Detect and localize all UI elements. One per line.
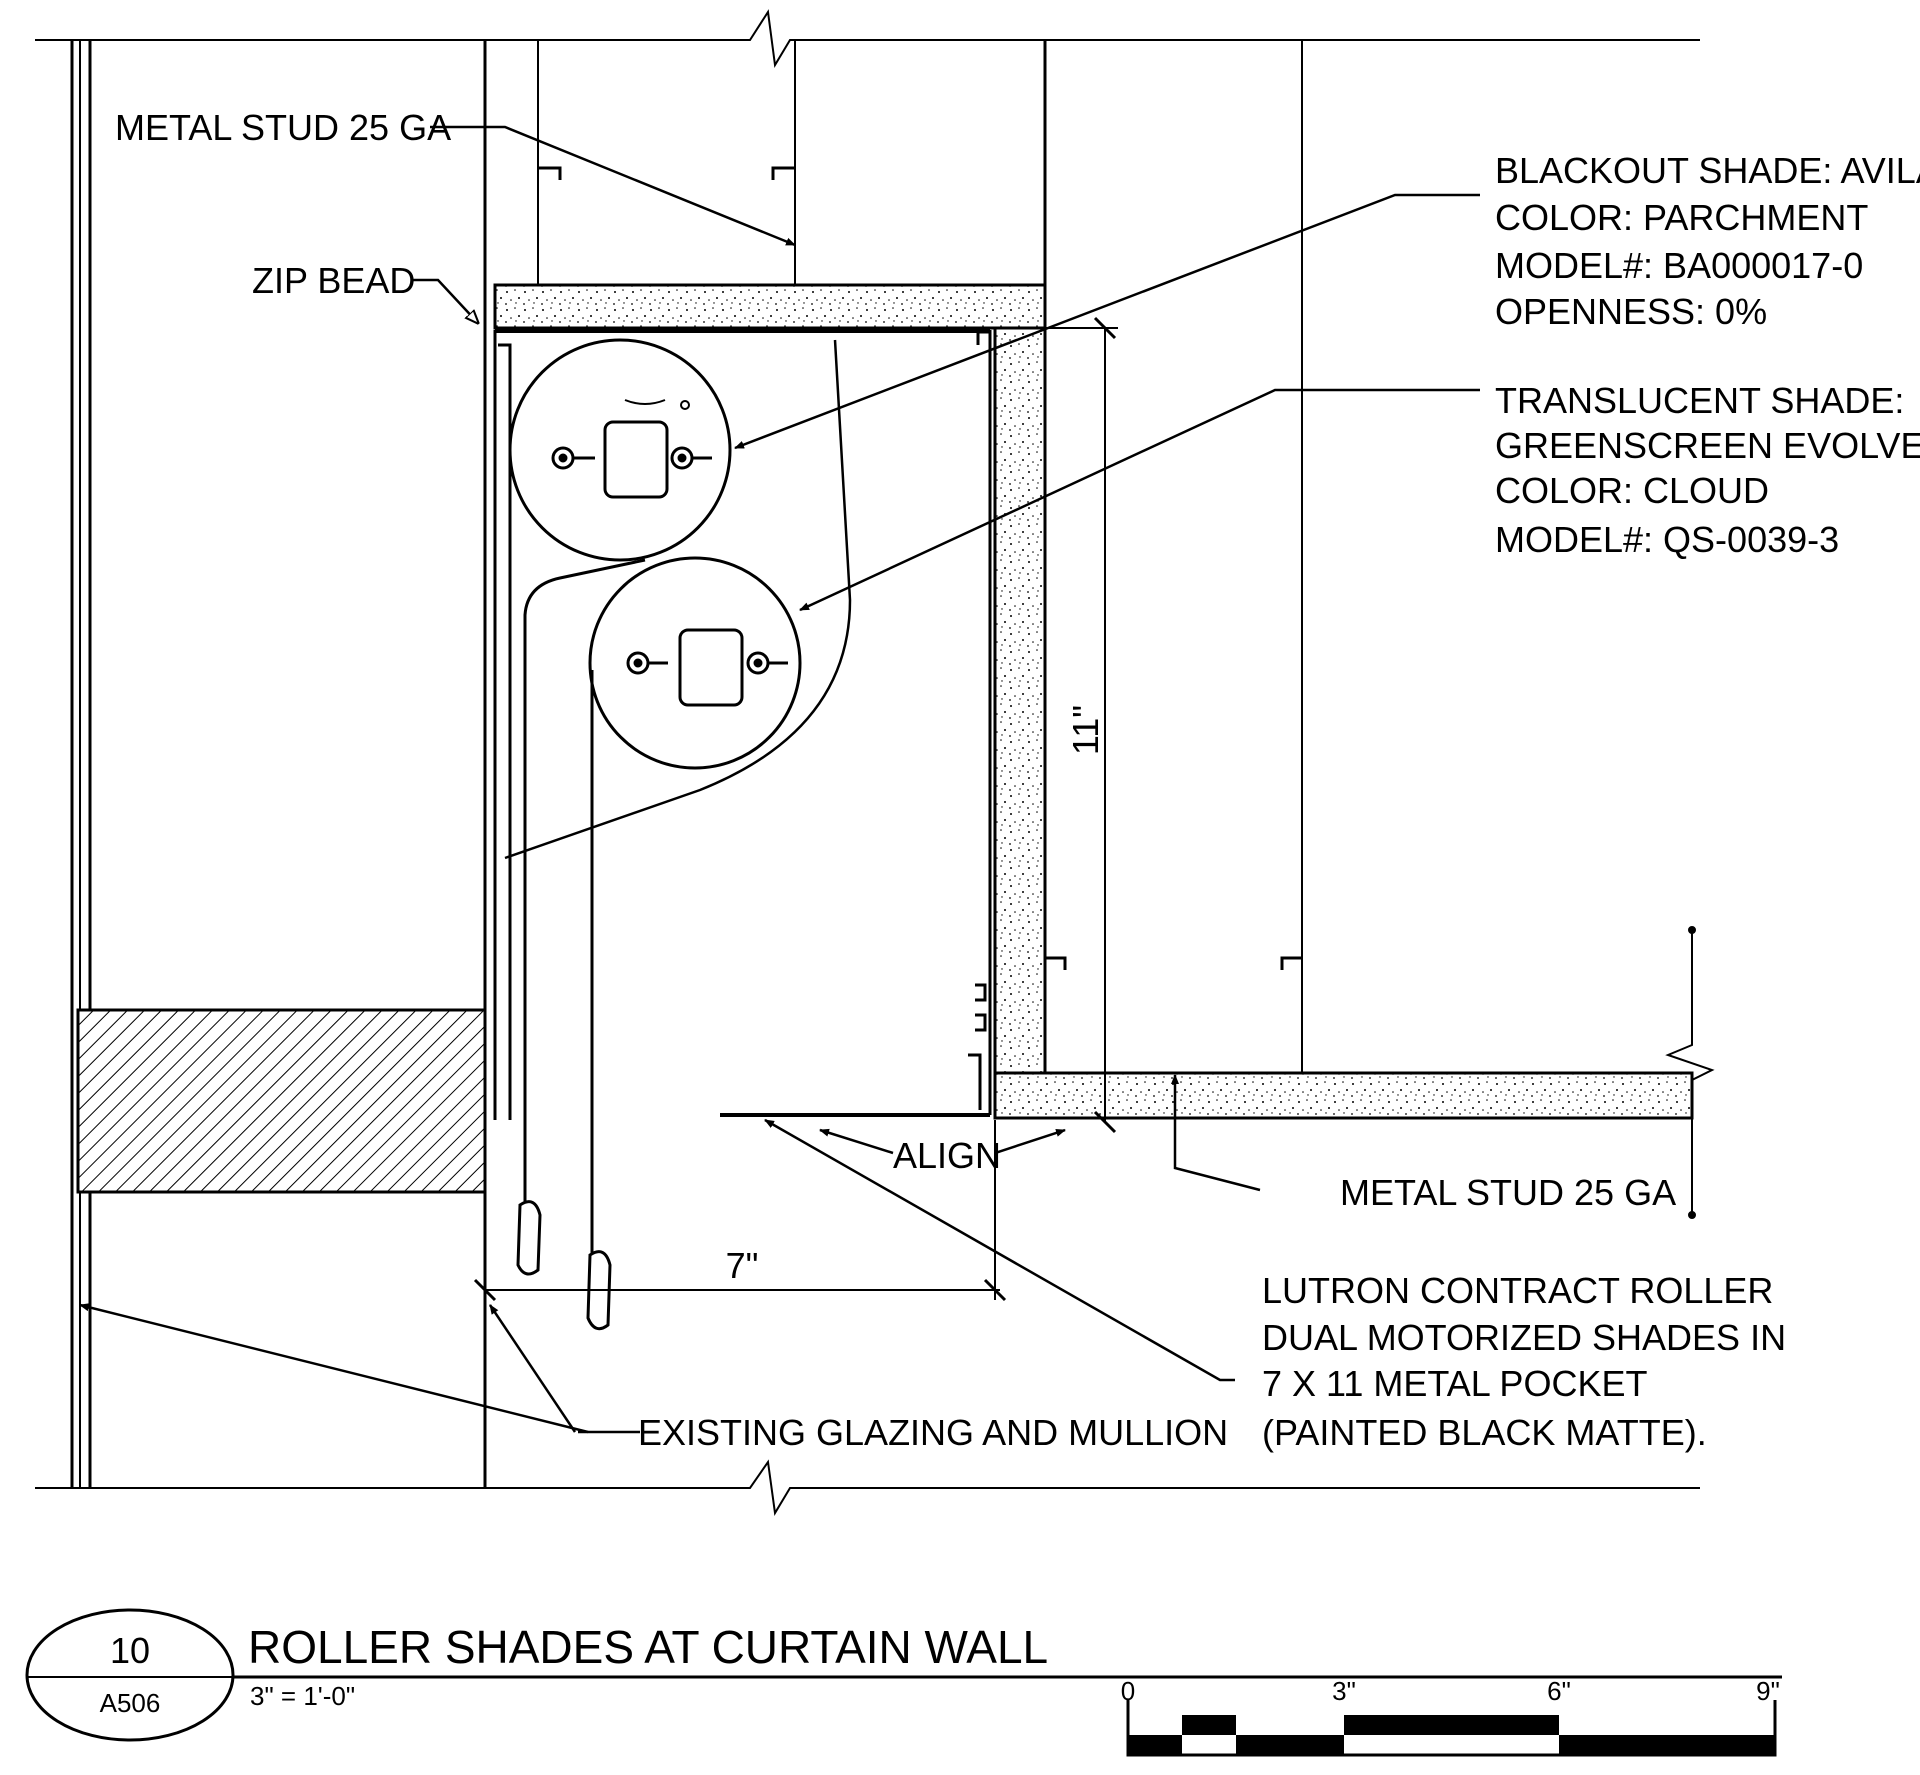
break-lines <box>35 9 1700 1516</box>
lutron-note: LUTRON CONTRACT ROLLER DUAL MOTORIZED SH… <box>1262 1270 1786 1453</box>
translucent-line-1: TRANSLUCENT SHADE: <box>1495 380 1904 421</box>
label-align: ALIGN <box>893 1135 1001 1176</box>
hem-bar-blackout <box>516 1200 542 1276</box>
blackout-fabric <box>523 558 646 1245</box>
fascia <box>504 339 852 860</box>
roller-translucent <box>588 556 802 770</box>
break-line-right <box>1665 926 1715 1219</box>
scale-text: 3" = 1'-0" <box>250 1681 355 1711</box>
dim-width-label: 7" <box>726 1245 759 1286</box>
scale-tick-0: 0 <box>1121 1676 1135 1706</box>
lutron-line-1: LUTRON CONTRACT ROLLER <box>1262 1270 1773 1311</box>
dim-width <box>473 1120 1007 1302</box>
blackout-spec: BLACKOUT SHADE: AVILA COLOR: PARCHMENT M… <box>1495 150 1920 332</box>
label-zip-bead: ZIP BEAD <box>252 260 415 301</box>
dim-height-label: 11" <box>1065 705 1106 755</box>
roller-blackout <box>508 338 732 562</box>
translucent-line-3: COLOR: CLOUD <box>1495 470 1769 511</box>
blackout-line-4: OPENNESS: 0% <box>1495 291 1767 332</box>
label-stud-bottom: METAL STUD 25 GA <box>1340 1172 1676 1213</box>
detail-bubble <box>25 1608 235 1742</box>
scale-tick-3: 3" <box>1332 1676 1356 1706</box>
mullion-section <box>76 1008 487 1194</box>
detail-number: 10 <box>110 1630 150 1671</box>
lutron-line-4: (PAINTED BLACK MATTE). <box>1262 1412 1707 1453</box>
lutron-line-2: DUAL MOTORIZED SHADES IN <box>1262 1317 1786 1358</box>
lutron-line-3: 7 X 11 METAL POCKET <box>1262 1363 1647 1404</box>
label-stud-top: METAL STUD 25 GA <box>115 107 451 148</box>
detail-title: ROLLER SHADES AT CURTAIN WALL <box>248 1621 1048 1673</box>
sheet-number: A506 <box>100 1688 161 1718</box>
scale-tick-6: 6" <box>1547 1676 1571 1706</box>
gypsum-board <box>493 283 1694 1120</box>
blackout-line-2: COLOR: PARCHMENT <box>1495 197 1868 238</box>
leaders <box>79 125 1480 1434</box>
title-block: 10 A506 ROLLER SHADES AT CURTAIN WALL 3"… <box>25 1608 1782 1742</box>
translucent-line-4: MODEL#: QS-0039-3 <box>1495 519 1839 560</box>
shade-pocket <box>493 327 992 1120</box>
scale-tick-9: 9" <box>1756 1676 1780 1706</box>
stud-flanges <box>538 166 1302 970</box>
blackout-line-1: BLACKOUT SHADE: AVILA <box>1495 150 1920 191</box>
label-glazing: EXISTING GLAZING AND MULLION <box>638 1412 1228 1453</box>
scale-bar: 0 3" 6" 9" <box>1121 1676 1780 1757</box>
blackout-line-3: MODEL#: BA000017-0 <box>1495 245 1863 286</box>
dim-height <box>995 316 1118 1134</box>
curtain-wall <box>70 40 1303 1488</box>
translucent-spec: TRANSLUCENT SHADE: GREENSCREEN EVOLVE CO… <box>1495 380 1920 560</box>
translucent-line-2: GREENSCREEN EVOLVE <box>1495 425 1920 466</box>
